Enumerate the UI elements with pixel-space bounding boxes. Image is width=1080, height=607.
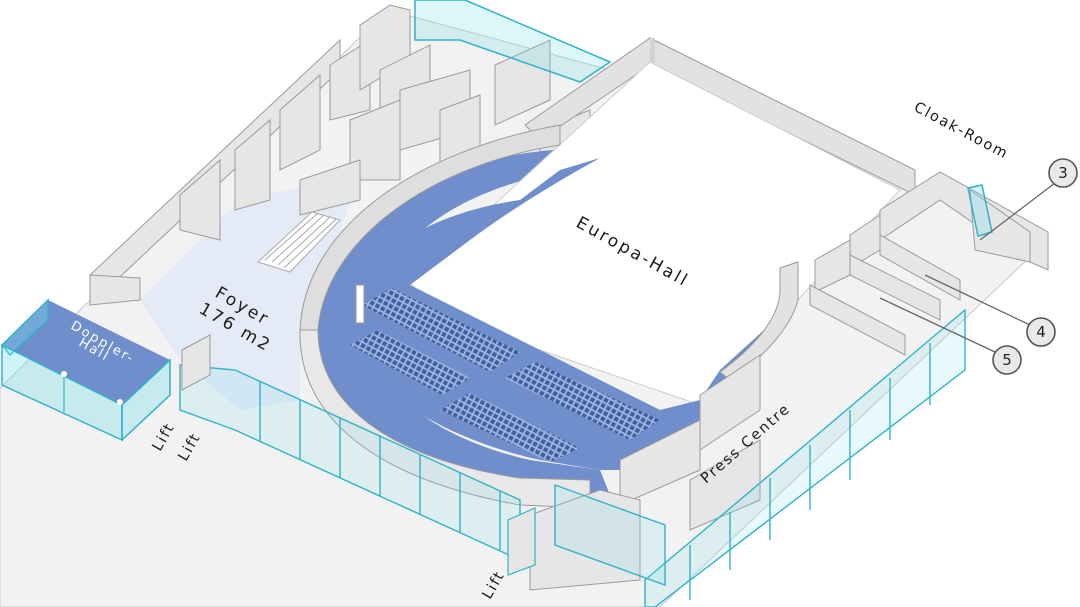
- cloak-room-label: Cloak-Room: [911, 99, 1011, 162]
- cloak-room-glass: [967, 184, 993, 237]
- callout-4-number: 4: [1036, 323, 1046, 341]
- europa-hall-structure: [299, 37, 916, 509]
- seating-block-1: [362, 288, 520, 372]
- callout-leaders: [879, 182, 1056, 353]
- callout-5: 5: [992, 345, 1022, 375]
- seating-block-2: [350, 330, 470, 395]
- callout-3: 3: [1048, 158, 1078, 188]
- lift-shaft-south: [507, 507, 536, 576]
- east-offices: [529, 171, 1049, 591]
- doppler-hall: [0, 298, 171, 442]
- glass-facade-east: [644, 308, 966, 607]
- callout-4: 4: [1026, 317, 1056, 347]
- glass-enclosure-north: [414, 0, 612, 83]
- callout-5-number: 5: [1002, 351, 1012, 369]
- glass-facade-south: [179, 364, 666, 586]
- foyer-staircase: [257, 211, 341, 273]
- callout-3-number: 3: [1058, 164, 1068, 182]
- seating-block-4: [440, 393, 580, 462]
- west-offices: [89, 4, 591, 307]
- seating-block-3: [505, 362, 660, 440]
- lift-shaft-west: [181, 334, 211, 391]
